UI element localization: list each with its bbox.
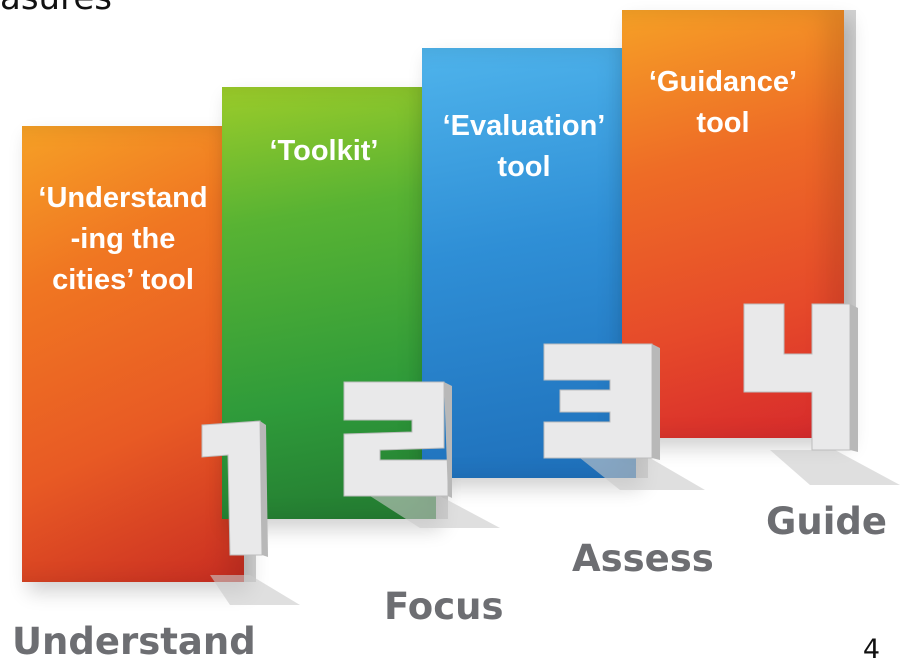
page-number: 4 <box>862 634 880 665</box>
stage-label-understand: Understand <box>12 620 256 663</box>
slide-title-fragment: asures <box>0 0 112 18</box>
numeral-2-icon <box>343 381 500 528</box>
numeral-4-icon <box>743 303 900 485</box>
evaluation-tool-label: ‘Evaluation’ tool <box>442 110 606 183</box>
stage-label-guide: Guide <box>766 500 887 543</box>
guidance-tool-label: ‘Guidance’ tool <box>648 66 798 139</box>
numeral-3-icon <box>543 343 705 490</box>
understanding-tool-label: ‘Understand -ing the cities’ tool <box>38 182 208 296</box>
step-1-block: ‘Understand -ing the cities’ tool <box>22 126 256 582</box>
stage-label-focus: Focus <box>384 585 504 628</box>
toolkit-label: ‘Toolkit’ <box>269 135 379 167</box>
numeral-1-icon <box>201 420 300 605</box>
stage-label-assess: Assess <box>572 537 714 580</box>
